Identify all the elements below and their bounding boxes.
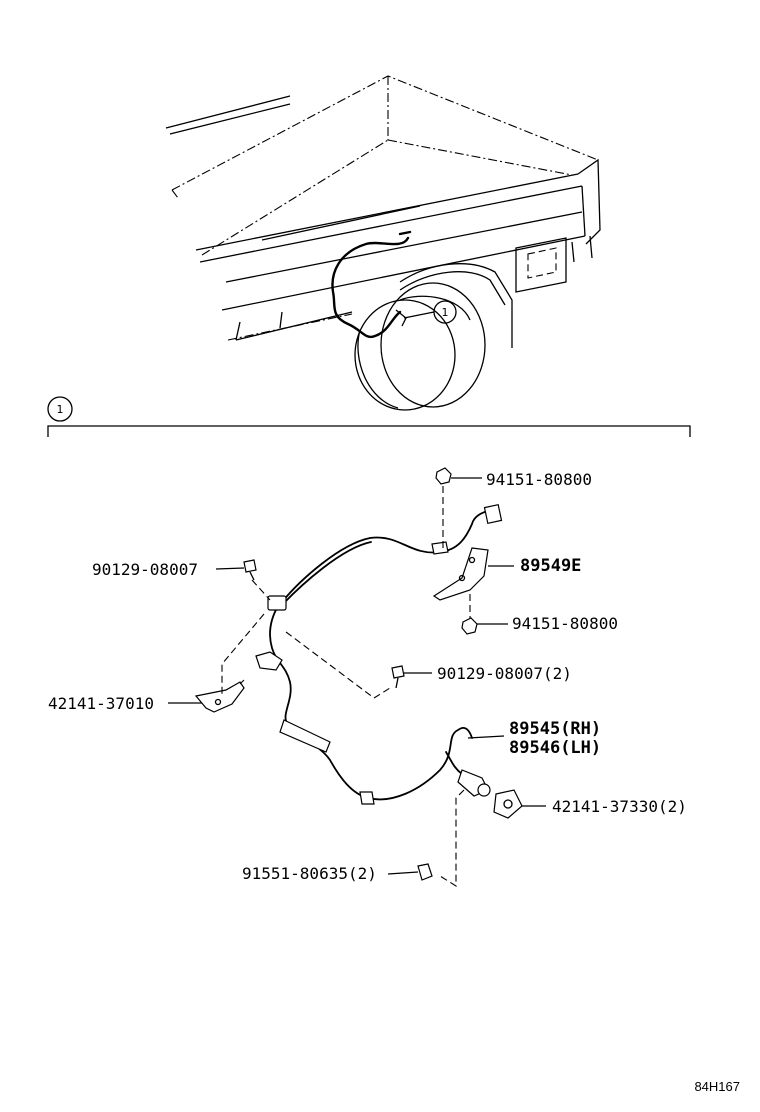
label-clamp-left: 42141-37010 bbox=[48, 694, 154, 713]
callout-ref-truck: 1 bbox=[442, 306, 449, 319]
label-nut-top: 94151-80800 bbox=[486, 470, 592, 489]
section-bracket bbox=[47, 396, 691, 437]
truck-bed-illustration bbox=[165, 75, 601, 411]
label-bolt-mid: 90129-08007(2) bbox=[437, 664, 572, 683]
label-nut-bottom: 94151-80800 bbox=[512, 614, 618, 633]
label-bolt-left: 90129-08007 bbox=[92, 560, 198, 579]
label-bracket: 89549E bbox=[520, 556, 581, 576]
drawing-code: 84H167 bbox=[694, 1079, 740, 1094]
callout-ref-section: 1 bbox=[57, 403, 64, 416]
label-sensor-rh: 89545(RH) bbox=[509, 719, 601, 739]
label-bolt-bottom: 91551-80635(2) bbox=[242, 864, 377, 883]
label-clamp-right: 42141-37330(2) bbox=[552, 797, 687, 816]
label-sensor-lh: 89546(LH) bbox=[509, 738, 601, 758]
sensor-wire-assembly bbox=[168, 467, 546, 887]
